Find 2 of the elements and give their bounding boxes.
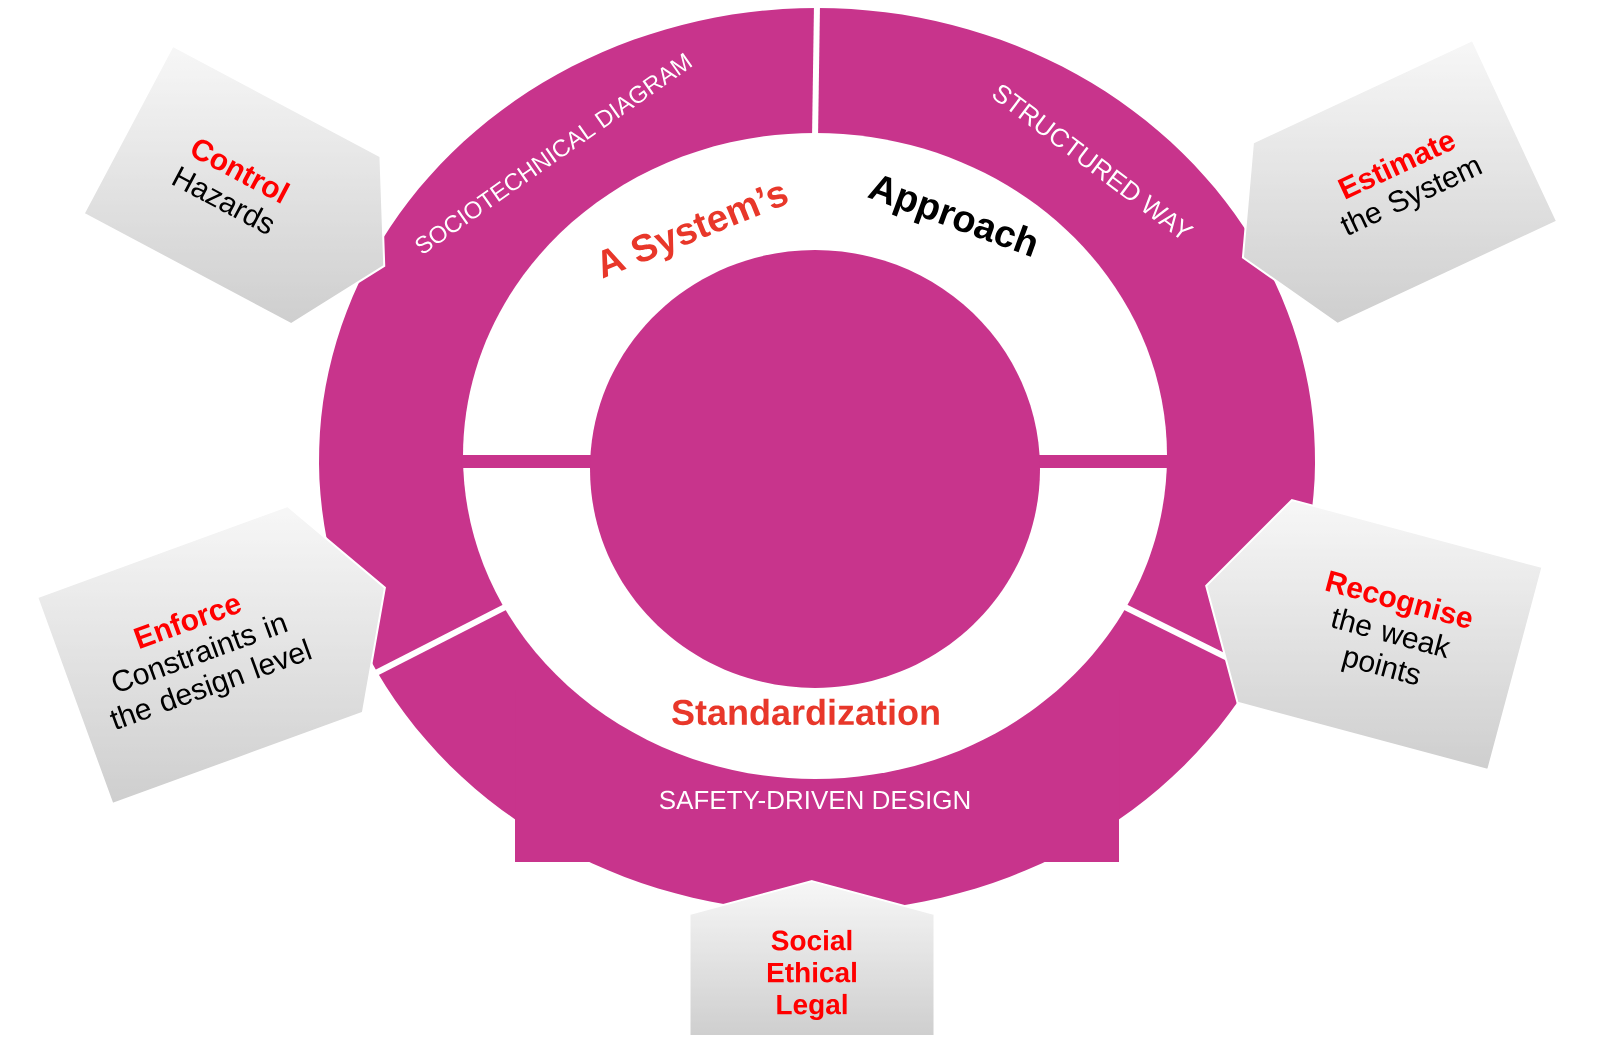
callout-pentagon: Social Ethical Legal (688, 880, 936, 1038)
node-label: SAFETY-DRIVEN DESIGN (659, 790, 970, 810)
